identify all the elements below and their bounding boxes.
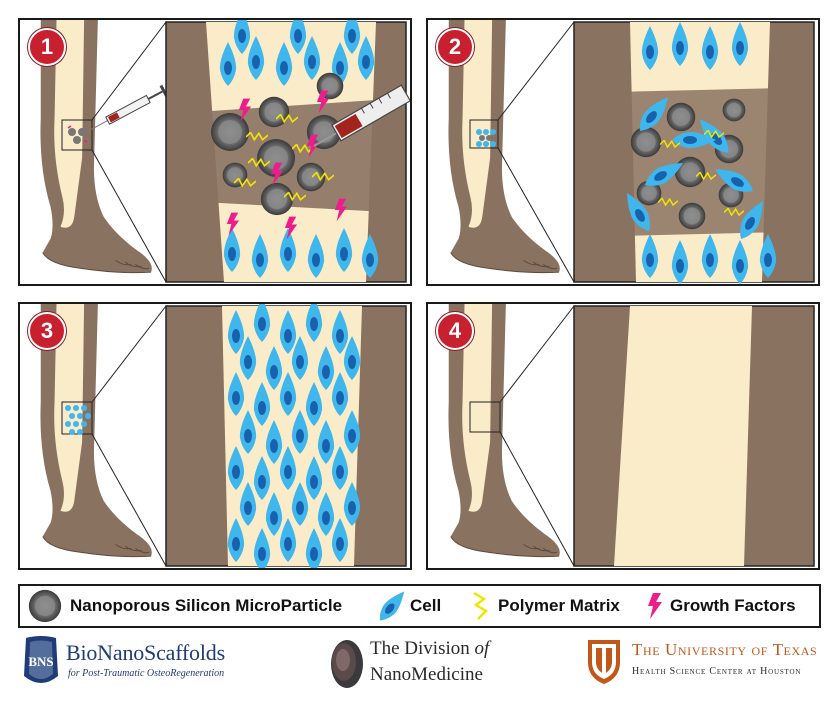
ut-title: The University of Texas [632,640,818,659]
step-badge: 3 [28,312,66,350]
ut-subtitle: Health Science Center at Houston [632,666,802,677]
bns-logo: BNS [24,636,58,683]
panel-4: 4 [426,302,820,570]
legend-label: Polymer Matrix [498,596,620,615]
nanomedicine-logo [331,640,363,688]
step-badge: 4 [436,312,474,350]
panel-3: 3 [18,302,412,570]
legend-item-polymer: Polymer Matrix [470,586,620,626]
panel-2: 2 [426,18,820,286]
nanomedicine-line2: NanoMedicine [370,664,483,685]
panel-2-illustration [447,20,815,284]
bns-title: BioNanoScaffolds [66,640,225,665]
polymer-matrix-icon [473,591,488,620]
legend: Nanoporous Silicon MicroParticle Cell Po… [18,584,821,628]
cell-icon [380,587,404,625]
panel-4-illustration [447,304,815,567]
microparticle-icon [28,589,62,623]
panel-1: 1 [18,18,412,286]
bns-logo-block: BNS BioNanoScaffolds for Post-Traumatic … [18,636,258,696]
step-badge: 1 [28,28,66,66]
step-badge: 2 [436,28,474,66]
growth-factor-icon [648,593,662,619]
panel-3-illustration [39,304,407,568]
ut-seal-icon [588,640,620,684]
legend-item-growth: Growth Factors [646,586,796,626]
nanomedicine-line1: The Division of [370,638,490,659]
nanomedicine-logo-block: The Division of NanoMedicine [326,636,526,696]
bns-monogram: BNS [28,654,53,669]
legend-item-microparticle: Nanoporous Silicon MicroParticle [28,586,342,626]
bns-subtitle: for Post-Traumatic OsteoRegeneration [68,668,225,679]
panel-1-illustration [39,20,410,283]
legend-label: Growth Factors [670,596,796,615]
ut-logo-block: The University of Texas Health Science C… [584,636,824,696]
legend-item-cell: Cell [380,586,441,626]
legend-label: Cell [410,596,442,615]
legend-label: Nanoporous Silicon MicroParticle [70,596,343,615]
